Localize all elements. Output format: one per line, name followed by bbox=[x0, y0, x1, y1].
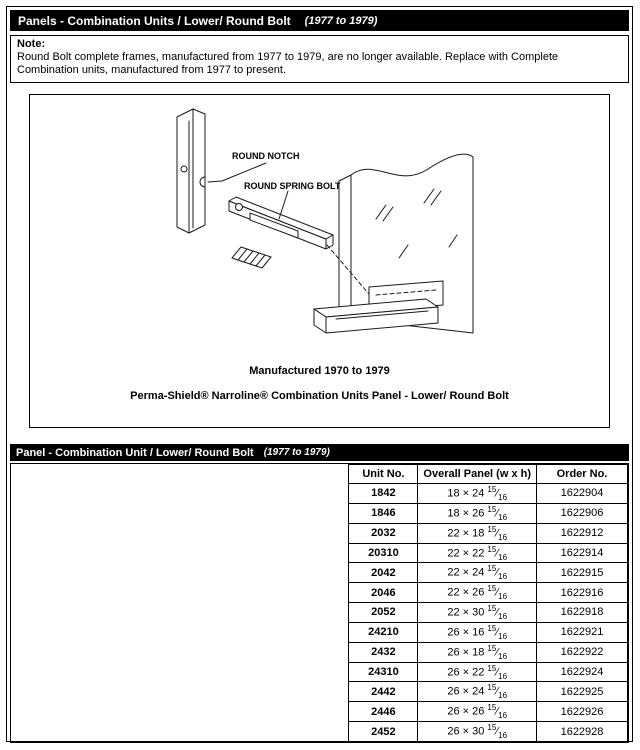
unit-no-cell: 1846 bbox=[348, 502, 419, 524]
page-title-bar: Panels - Combination Units / Lower/ Roun… bbox=[10, 10, 629, 31]
order-no-header: Order No. bbox=[536, 464, 628, 484]
note-box: Note: Round Bolt complete frames, manufa… bbox=[10, 35, 629, 83]
order-no-cell: 1622926 bbox=[536, 701, 628, 723]
round-notch-label: ROUND NOTCH bbox=[232, 151, 300, 161]
unit-no-cell: 2442 bbox=[348, 681, 419, 703]
order-no-cell: 1622928 bbox=[536, 721, 628, 742]
panel-size-cell: 22 × 22 15⁄16 bbox=[417, 542, 537, 564]
order-no-cell: 1622921 bbox=[536, 621, 628, 643]
order-no-cell: 1622904 bbox=[536, 483, 628, 504]
manufactured-caption: Manufactured 1970 to 1979 bbox=[249, 365, 390, 377]
exploded-view-diagram: ROUND NOTCH ROUND SPRING BOLT bbox=[176, 108, 473, 334]
product-caption: Perma-Shield® Narroline® Combination Uni… bbox=[130, 390, 509, 402]
table-section-title: Panel - Combination Unit / Lower/ Round … bbox=[16, 446, 254, 459]
unit-no-cell: 2052 bbox=[348, 602, 419, 623]
jamb-stile-drawing bbox=[176, 108, 205, 234]
panel-size-cell: 18 × 26 15⁄16 bbox=[417, 502, 537, 524]
overall-panel-header: Overall Panel (w x h) bbox=[417, 464, 537, 484]
panel-size-cell: 26 × 16 15⁄16 bbox=[417, 621, 537, 643]
diagram-box: ROUND NOTCH ROUND SPRING BOLT Manufactur… bbox=[29, 94, 610, 428]
panel-size-cell: 22 × 26 15⁄16 bbox=[417, 582, 537, 604]
round-notch-leader bbox=[207, 162, 266, 183]
spring-drawing bbox=[231, 246, 271, 269]
panel-size-cell: 26 × 30 15⁄16 bbox=[417, 721, 537, 742]
note-text: Round Bolt complete frames, manufactured… bbox=[17, 51, 559, 76]
table-region: Unit No. Overall Panel (w x h) Order No.… bbox=[10, 463, 629, 743]
order-no-cell: 1622912 bbox=[536, 522, 628, 544]
page-title-years: (1977 to 1979) bbox=[304, 14, 378, 27]
unit-no-cell: 2446 bbox=[348, 701, 419, 723]
panel-size-cell: 22 × 24 15⁄16 bbox=[417, 562, 537, 584]
round-spring-bolt-label: ROUND SPRING BOLT bbox=[244, 181, 341, 191]
spring-bolt-drawing bbox=[228, 196, 333, 250]
order-no-cell: 1622916 bbox=[536, 582, 628, 604]
note-label: Note: bbox=[17, 38, 46, 50]
panel-size-cell: 26 × 22 15⁄16 bbox=[417, 661, 537, 683]
unit-no-cell: 24210 bbox=[348, 621, 419, 643]
unit-no-cell: 2046 bbox=[348, 582, 419, 604]
unit-no-cell: 24310 bbox=[348, 661, 419, 683]
order-no-cell: 1622914 bbox=[536, 542, 628, 564]
unit-no-cell: 2042 bbox=[348, 562, 419, 584]
panel-size-cell: 18 × 24 15⁄16 bbox=[417, 483, 537, 504]
order-no-cell: 1622915 bbox=[536, 562, 628, 584]
order-no-cell: 1622925 bbox=[536, 681, 628, 703]
panel-size-cell: 26 × 24 15⁄16 bbox=[417, 681, 537, 703]
glass-panel-drawing bbox=[338, 153, 473, 334]
unit-no-cell: 1842 bbox=[348, 483, 419, 504]
unit-no-cell: 20310 bbox=[348, 542, 419, 564]
order-no-cell: 1622922 bbox=[536, 641, 628, 663]
panel-spec-table: Unit No. Overall Panel (w x h) Order No.… bbox=[348, 464, 628, 742]
bottom-rail-drawing bbox=[313, 298, 438, 334]
table-section-years: (1977 to 1979) bbox=[263, 447, 330, 458]
order-no-cell: 1622924 bbox=[536, 661, 628, 683]
unit-no-cell: 2452 bbox=[348, 721, 419, 742]
panel-size-cell: 26 × 18 15⁄16 bbox=[417, 641, 537, 663]
unit-no-cell: 2432 bbox=[348, 641, 419, 663]
catalog-page: Panels - Combination Units / Lower/ Roun… bbox=[6, 6, 633, 743]
table-header-row: Unit No. Overall Panel (w x h) Order No. bbox=[348, 464, 628, 484]
panel-size-cell: 22 × 30 15⁄16 bbox=[417, 602, 537, 623]
unit-no-cell: 2032 bbox=[348, 522, 419, 544]
panel-size-cell: 26 × 26 15⁄16 bbox=[417, 701, 537, 723]
order-no-cell: 1622918 bbox=[536, 602, 628, 623]
panel-size-cell: 22 × 18 15⁄16 bbox=[417, 522, 537, 544]
table-section-bar: Panel - Combination Unit / Lower/ Round … bbox=[10, 444, 629, 461]
unit-no-header: Unit No. bbox=[348, 464, 419, 484]
page-title: Panels - Combination Units / Lower/ Roun… bbox=[18, 13, 291, 28]
order-no-cell: 1622906 bbox=[536, 502, 628, 524]
round-spring-bolt-leader bbox=[278, 190, 288, 220]
